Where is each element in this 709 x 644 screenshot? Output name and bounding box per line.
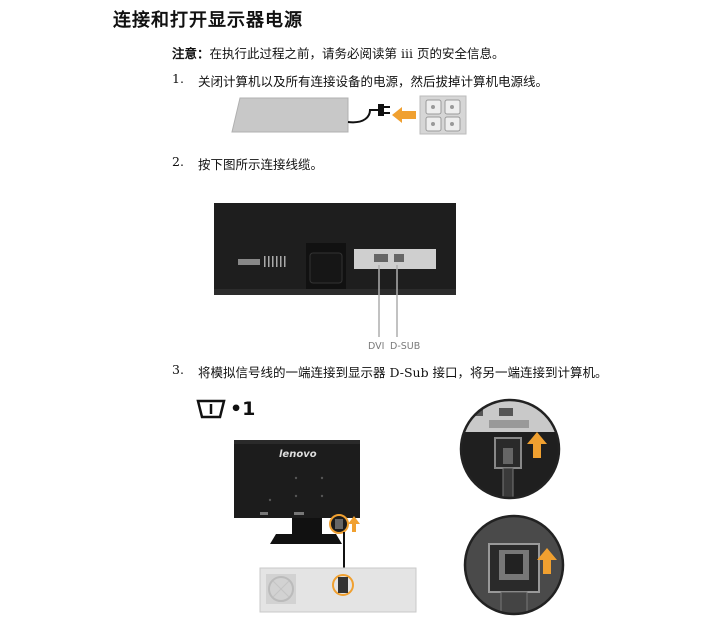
- monitor-base: [270, 534, 342, 544]
- note-label: 注意：: [172, 46, 210, 61]
- connect-arrow-icon: [537, 548, 557, 574]
- unplug-arrow-icon: [392, 107, 416, 123]
- step-number: 2.: [172, 154, 184, 169]
- pc-port-highlight-circle: [332, 574, 354, 596]
- vga-port-number: •1: [230, 398, 256, 420]
- power-plug: [378, 104, 384, 116]
- connect-arrow-icon: [527, 432, 547, 458]
- monitor-pc-connection-illustration: [230, 438, 420, 614]
- connect-arrow-icon: [348, 516, 360, 532]
- step-number: 1.: [172, 71, 184, 86]
- step-text: 关闭计算机以及所有连接设备的电源，然后拔掉计算机电源线。: [198, 74, 549, 89]
- computer-slab: [231, 97, 349, 133]
- monitor-body: [234, 440, 360, 518]
- page-title: 连接和打开显示器电源: [113, 10, 303, 31]
- vga-port-icon: [196, 399, 226, 419]
- monitor-rear-illustration: [214, 203, 456, 343]
- step-text: 将模拟信号线的一端连接到显示器 D-Sub 接口，将另一端连接到计算机。: [198, 365, 608, 380]
- safety-note: 注意：在执行此过程之前，请务必阅读第 iii 页的安全信息。: [172, 43, 504, 62]
- step-text: 按下图所示连接线缆。: [198, 157, 324, 172]
- dsub-port: [394, 254, 404, 262]
- power-cable: [347, 109, 380, 124]
- power-unplug-illustration: [230, 94, 470, 136]
- monitor-brand-logo: lenovo: [279, 449, 317, 460]
- monitor-port-zoom: [459, 398, 561, 500]
- monitor-stand: [292, 518, 322, 534]
- pc-port-zoom: [463, 514, 565, 616]
- dvi-label: DVI: [368, 341, 385, 352]
- vga-cable-callout: •1: [196, 398, 255, 420]
- step-3: 3. 将模拟信号线的一端连接到显示器 D-Sub 接口，将另一端连接到计算机。: [172, 362, 702, 380]
- dsub-label: D-SUB: [390, 341, 421, 352]
- dvi-port: [374, 254, 388, 262]
- step-2: 2. 按下图所示连接线缆。: [172, 154, 692, 172]
- step-1: 1. 关闭计算机以及所有连接设备的电源，然后拔掉计算机电源线。: [172, 71, 692, 89]
- step-number: 3.: [172, 362, 184, 377]
- note-text: 在执行此过程之前，请务必阅读第 iii 页的安全信息。: [209, 46, 505, 61]
